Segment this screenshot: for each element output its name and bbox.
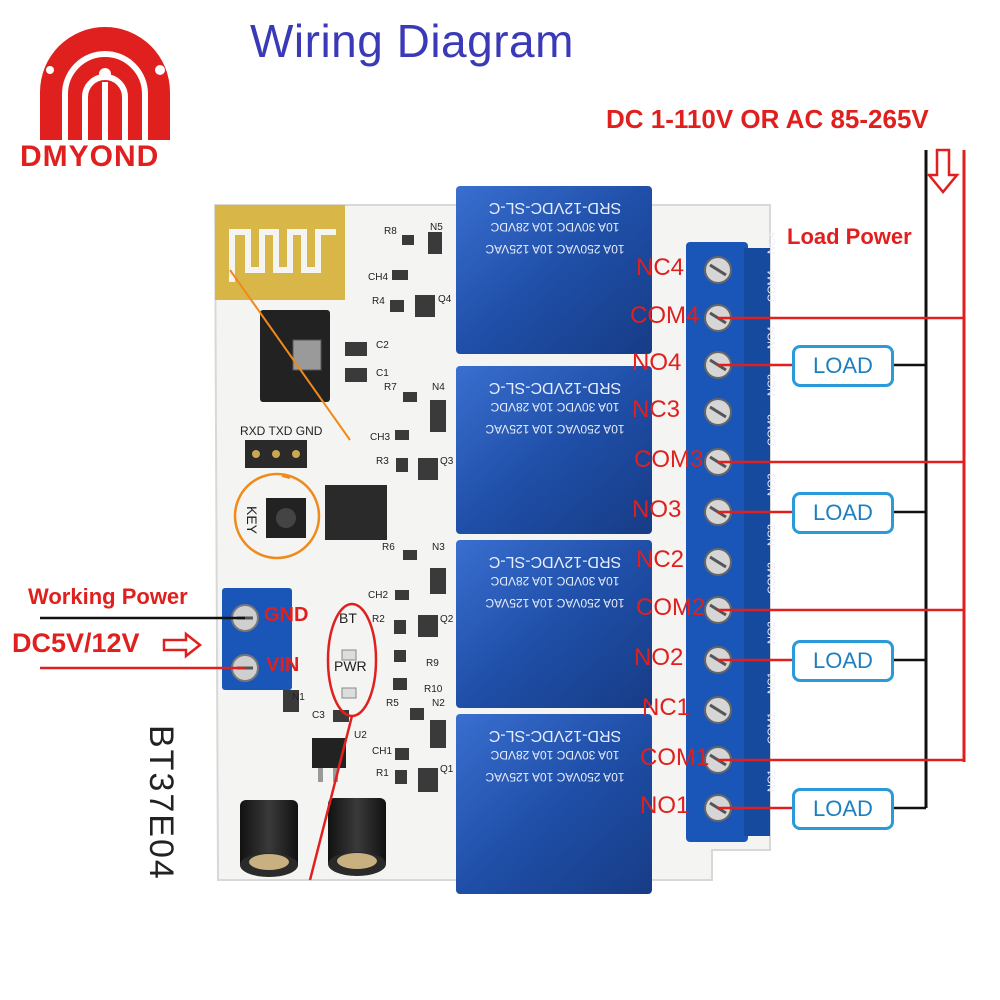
- diagram-title: Wiring Diagram: [250, 15, 574, 67]
- component-label: CH2: [368, 590, 389, 601]
- strip-silkscreen-no2: NO2: [766, 621, 778, 644]
- component-label: R5: [386, 698, 399, 709]
- component-label: N1: [292, 692, 305, 703]
- component-label: C3: [312, 710, 325, 721]
- component-label: R8: [384, 226, 397, 237]
- serial-header-label: RXD TXD GND: [240, 424, 323, 438]
- antenna-pad: [215, 205, 345, 300]
- component-label: R6: [382, 542, 395, 553]
- terminal-label-nc1: NC1: [642, 694, 691, 721]
- component-label: Q1: [440, 764, 454, 775]
- relay-1: [456, 714, 652, 894]
- strip-silkscreen-nc1: NC1: [766, 671, 778, 694]
- relay-2: [456, 540, 652, 708]
- terminal-gnd-label: GND: [264, 604, 309, 626]
- output-terminal-strip: [686, 242, 770, 842]
- load-box: LOAD: [792, 640, 894, 682]
- component-label: N2: [432, 698, 445, 709]
- input-voltage-label: DC5V/12V: [12, 628, 140, 658]
- component-label: R4: [372, 296, 385, 307]
- terminal-label-nc4: NC4: [636, 254, 685, 281]
- terminal-label-com1: COM1: [640, 744, 710, 771]
- terminal-label-no3: NO3: [632, 496, 682, 523]
- strip-silkscreen-com1: COM1: [766, 712, 778, 744]
- load-box: LOAD: [792, 492, 894, 534]
- component-label: Q4: [438, 294, 452, 305]
- terminal-label-no4: NO4: [632, 349, 682, 376]
- terminal-label-nc2: NC2: [636, 546, 685, 573]
- terminal-label-no1: NO1: [640, 792, 690, 819]
- antenna-trace: [229, 229, 336, 282]
- terminal-label-nc3: NC3: [632, 396, 681, 423]
- component-label: N5: [430, 222, 443, 233]
- driver-ic: [325, 485, 387, 540]
- component-label: C1: [376, 368, 389, 379]
- component-label: R2: [372, 614, 385, 625]
- component-label: U2: [354, 730, 367, 741]
- screw-slot: [709, 263, 727, 277]
- supply-voltage-label: DC 1-110V OR AC 85-265V: [606, 104, 929, 134]
- strip-silkscreen-no4: NO4: [766, 326, 778, 349]
- component-label: R9: [426, 658, 439, 669]
- component-label: CH1: [372, 746, 393, 757]
- strip-silkscreen-com4: COM4: [766, 270, 778, 302]
- component-label: R3: [376, 456, 389, 467]
- component-label: C2: [376, 340, 389, 351]
- component-label: R10: [424, 684, 443, 695]
- strip-silkscreen-nc2: NC2: [766, 523, 778, 546]
- electrolytic-capacitors: [240, 798, 386, 877]
- component-label: CH4: [368, 272, 389, 283]
- supply-arrow: [926, 148, 960, 194]
- strip-silkscreen-nc3: NC3: [766, 373, 778, 396]
- logo-mark: [40, 27, 170, 140]
- indicator-pwr-label: PWR: [334, 658, 367, 674]
- strip-silkscreen-no1: NO1: [766, 769, 778, 792]
- antenna-pointer: [229, 269, 351, 441]
- indicator-bt-label: BT: [339, 610, 357, 626]
- screw-slot: [709, 703, 727, 717]
- key-highlight-circle: [233, 472, 321, 560]
- strip-silkscreen-com3: COM3: [766, 414, 778, 446]
- component-label: N4: [432, 382, 445, 393]
- power-terminal-block: [222, 588, 292, 690]
- working-power-label: Working Power: [28, 584, 188, 609]
- strip-silkscreen-no3: NO3: [766, 473, 778, 496]
- brand-name: DMYOND: [20, 140, 160, 173]
- terminal-label-com4: COM4: [630, 302, 700, 329]
- terminal-label-com2: COM2: [636, 594, 706, 621]
- load-power-label: Load Power: [787, 224, 912, 249]
- strip-silkscreen-nc4: NC4: [766, 231, 778, 254]
- component-label: R1: [376, 768, 389, 779]
- component-label: Q3: [440, 456, 454, 467]
- terminal-label-com3: COM3: [634, 446, 704, 473]
- terminal-label-no2: NO2: [634, 644, 684, 671]
- load-box: LOAD: [792, 788, 894, 830]
- component-label: N3: [432, 542, 445, 553]
- screw-slot: [709, 555, 727, 569]
- strip-silkscreen-com2: COM2: [766, 562, 778, 594]
- component-label: R7: [384, 382, 397, 393]
- load-box: LOAD: [792, 345, 894, 387]
- terminal-vin-label: VIN: [266, 654, 300, 676]
- screw-slot: [709, 405, 727, 419]
- component-label: CH3: [370, 432, 391, 443]
- component-label: Q2: [440, 614, 454, 625]
- input-arrow: [162, 631, 203, 659]
- smd-components: [283, 232, 446, 792]
- relay-3: [456, 366, 652, 534]
- relay-4: [456, 186, 652, 354]
